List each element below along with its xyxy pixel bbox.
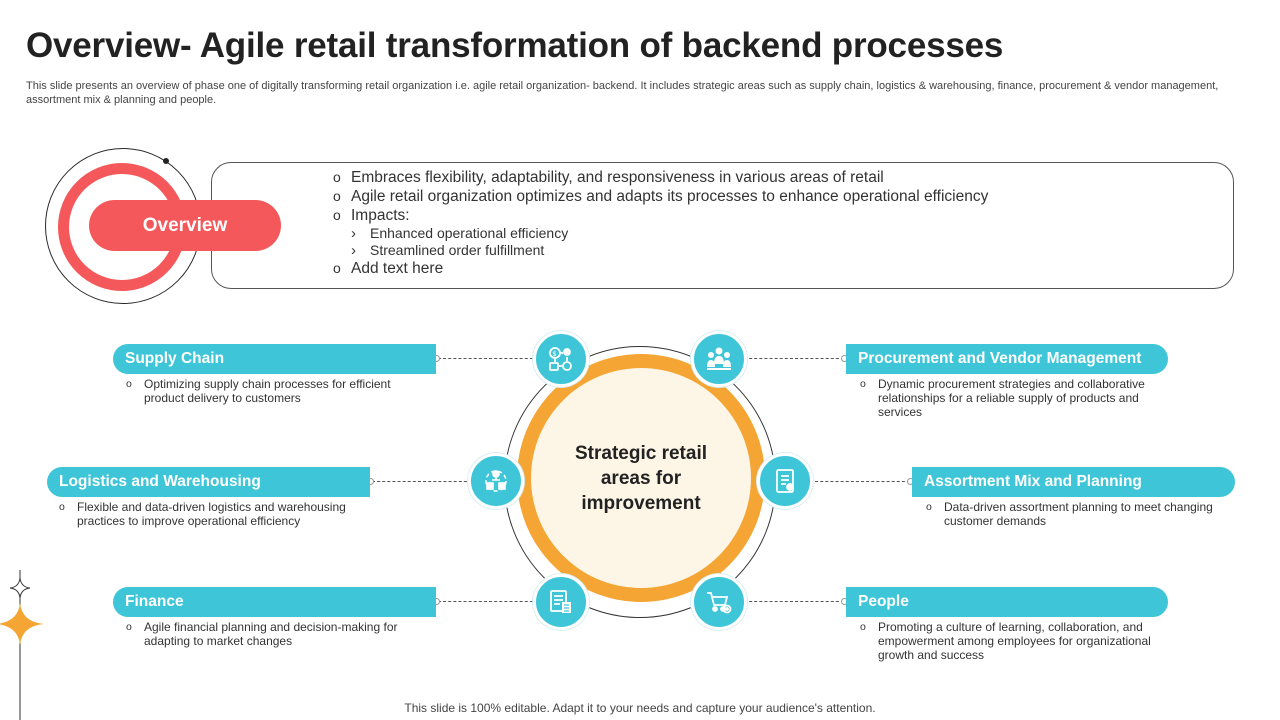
finance-label: Finance	[113, 587, 436, 617]
people-desc: Promoting a culture of learning, collabo…	[860, 620, 1160, 662]
sparkle-decoration-icon	[0, 570, 44, 720]
supply-chain-icon: $	[533, 331, 589, 387]
cart-gear-icon	[691, 574, 747, 630]
overview-impact-item: Enhanced operational efficiency	[333, 225, 1213, 242]
slide-title: Overview- Agile retail transformation of…	[26, 26, 1004, 65]
svg-text:$: $	[552, 350, 556, 358]
procurement-label: Procurement and Vendor Management	[846, 344, 1168, 374]
people-label: People	[846, 587, 1168, 617]
overview-label: Overview	[89, 200, 281, 251]
overview-impact-item: Streamlined order fulfillment	[333, 242, 1213, 259]
overview-points-list: Embraces flexibility, adaptability, and …	[333, 168, 1213, 278]
procurement-desc: Dynamic procurement strategies and colla…	[860, 377, 1160, 419]
logistics-desc: Flexible and data-driven logistics and w…	[59, 500, 369, 528]
logistics-label: Logistics and Warehousing	[47, 467, 370, 497]
slide-footer: This slide is 100% editable. Adapt it to…	[404, 701, 876, 715]
overview-point: Embraces flexibility, adaptability, and …	[333, 168, 1213, 187]
hub-center: Strategic retail areas for improvement	[531, 368, 751, 588]
connector-logistics	[372, 481, 472, 482]
hub-title: Strategic retail areas for improvement	[575, 442, 707, 514]
overview-ring-dot	[163, 158, 169, 164]
finance-desc: Agile financial planning and decision-ma…	[126, 620, 416, 648]
supply-chain-label: Supply Chain	[113, 344, 436, 374]
connector-assortment	[810, 481, 910, 482]
vendor-group-icon	[691, 331, 747, 387]
overview-point: Impacts:	[333, 206, 1213, 225]
connector-supply-chain	[438, 358, 538, 359]
supply-chain-desc: Optimizing supply chain processes for ef…	[126, 377, 416, 405]
connector-people	[744, 601, 844, 602]
assortment-label: Assortment Mix and Planning	[912, 467, 1235, 497]
planning-document-icon	[757, 453, 813, 509]
assortment-desc: Data-driven assortment planning to meet …	[926, 500, 1226, 528]
slide-subtitle: This slide presents an overview of phase…	[26, 80, 1219, 106]
connector-finance	[438, 601, 538, 602]
logistics-icon	[468, 453, 524, 509]
finance-icon	[533, 574, 589, 630]
overview-point: Agile retail organization optimizes and …	[333, 187, 1213, 206]
connector-procurement	[744, 358, 844, 359]
overview-point: Add text here	[333, 259, 1213, 278]
